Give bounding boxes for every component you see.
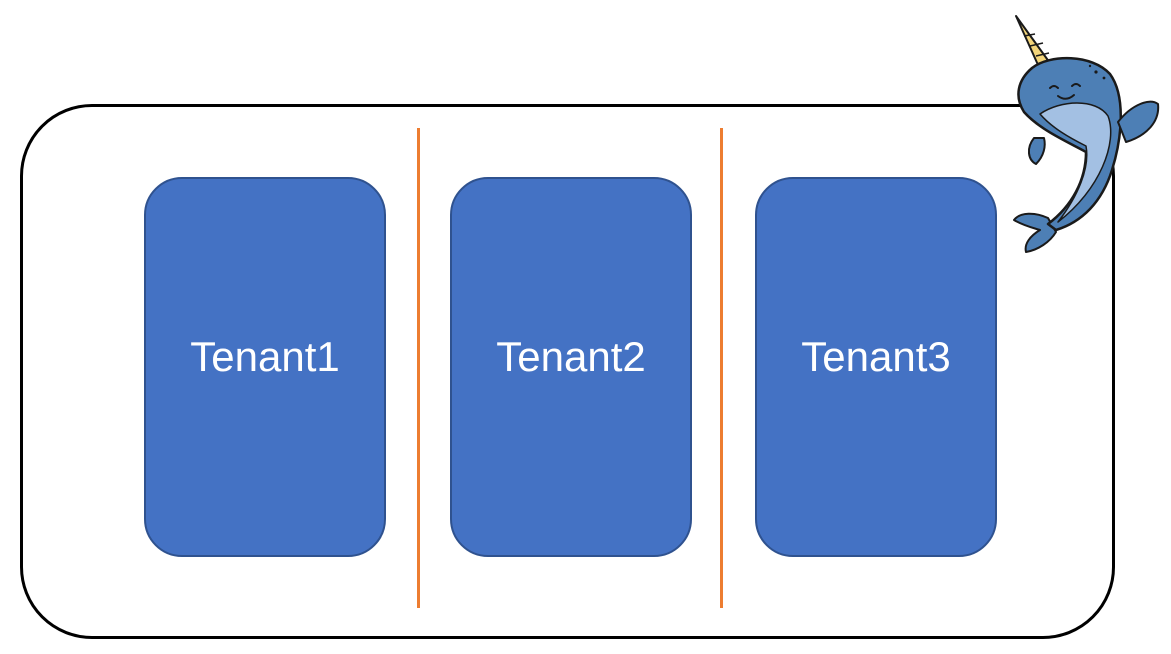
tenant-box-3: Tenant3 (755, 177, 997, 557)
tenant-label: Tenant2 (496, 333, 646, 380)
tenant-label: Tenant3 (801, 333, 951, 380)
tenant-box-2: Tenant2 (450, 177, 692, 557)
tenant-box-1: Tenant1 (144, 177, 386, 557)
narwhal-icon (1013, 15, 1160, 253)
tenant-label: Tenant1 (190, 333, 340, 380)
tenant-divider (720, 128, 723, 608)
tenant-divider (417, 128, 420, 608)
